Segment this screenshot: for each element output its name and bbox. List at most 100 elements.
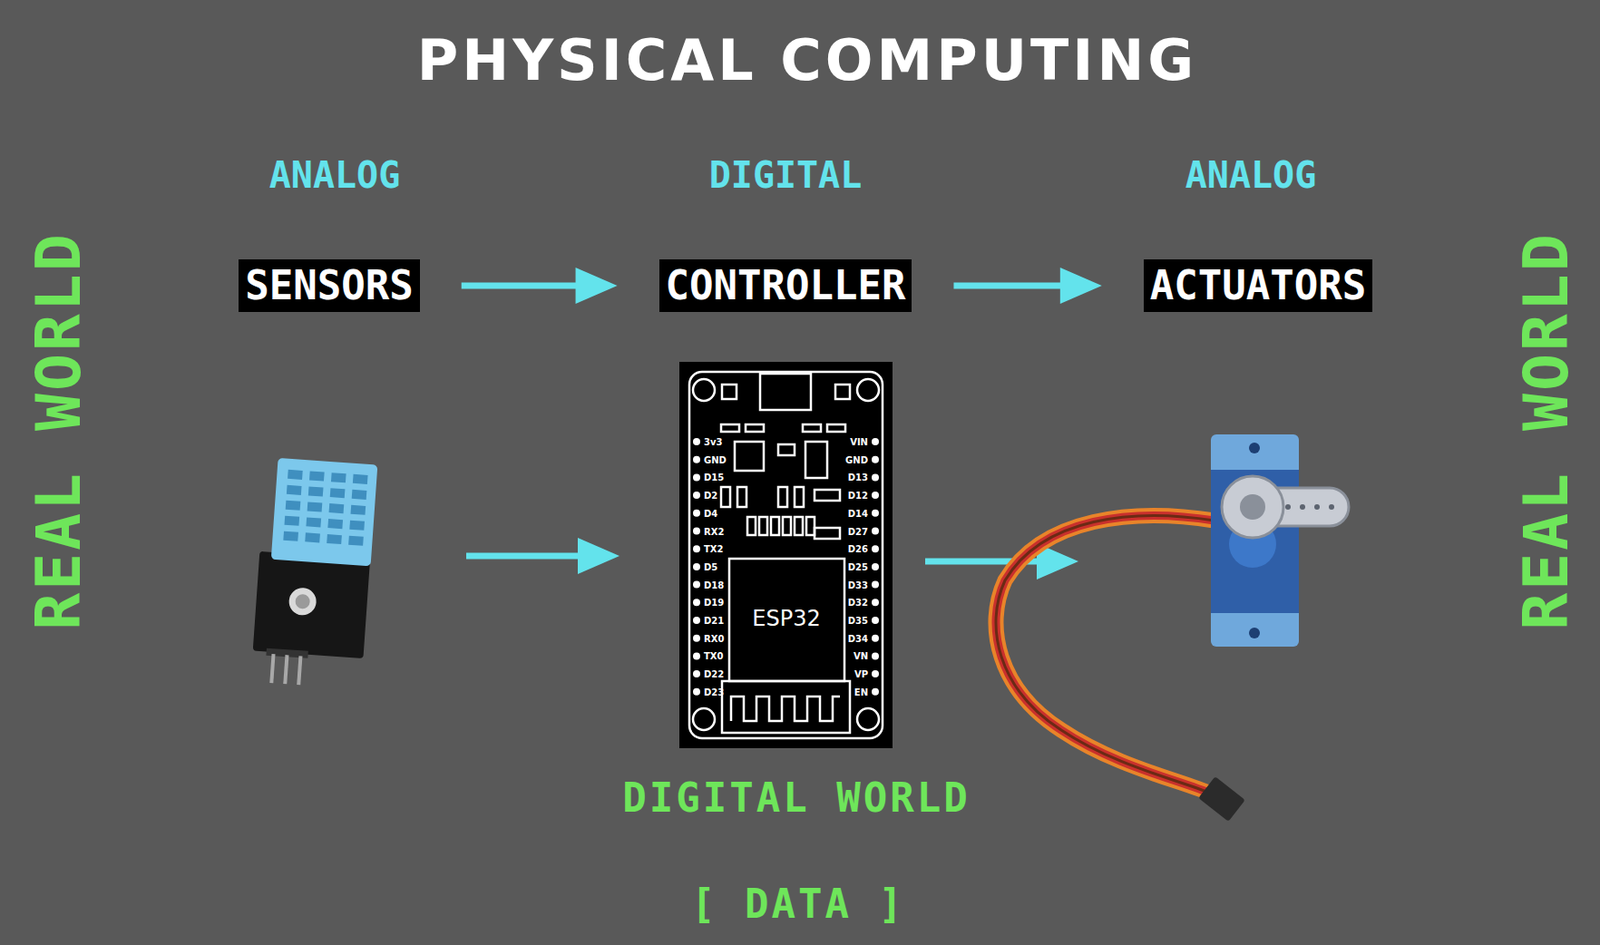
pin-name: D22: [703, 669, 724, 680]
arrow-head: [575, 267, 618, 304]
signal-type: ANALOG: [269, 154, 401, 196]
pin-name: D26: [848, 544, 869, 555]
esp32-board-part-part: [721, 424, 740, 432]
dht-sensor-part: [271, 653, 301, 685]
pin-name: D25: [848, 561, 869, 572]
esp32-board-part-part: [692, 652, 701, 660]
esp32-board-part-part: [871, 598, 879, 606]
pin-name: TX2: [703, 544, 724, 555]
esp32-board-part-part: [692, 581, 701, 589]
esp32-board-part-part: [871, 456, 879, 464]
esp32-board-part: [692, 373, 879, 733]
esp32-board-part: [679, 361, 893, 749]
pin-name: D32: [848, 597, 869, 608]
pin-name: D5: [703, 561, 718, 572]
esp32-board-part-part: [747, 517, 756, 536]
esp32-board-part-part: [871, 527, 879, 536]
stage-box: CONTROLLER: [659, 259, 913, 313]
dht-sensor-part-part: [331, 472, 347, 483]
esp32-board-part: [692, 438, 879, 696]
esp32-board-part-part: [871, 652, 879, 660]
signal-type: ANALOG: [1185, 154, 1318, 196]
dht-sensor-part-part: [327, 518, 343, 529]
pin-name: D19: [703, 597, 724, 608]
chip-label: ESP32: [751, 605, 820, 632]
esp32-board-part-part: [692, 563, 701, 571]
pin-name: D14: [848, 507, 869, 518]
pin-name: RX2: [703, 526, 724, 537]
servo-motor-part: [1239, 494, 1266, 520]
esp32-board-part-part: [692, 670, 701, 678]
esp32-board-part-part: [721, 384, 737, 400]
dht-sensor-part-part: [271, 653, 274, 683]
pin-name: D33: [848, 579, 869, 590]
pin-name: D2: [703, 490, 718, 501]
esp32-board-part-part: [871, 438, 879, 446]
esp32-board-part-part: [721, 681, 850, 733]
dht-sensor: [250, 457, 378, 690]
esp32-board-part-part: [737, 487, 747, 508]
esp32-board-part-part: [692, 527, 701, 536]
dht-sensor-part-part: [304, 532, 321, 543]
servo-wire: [995, 516, 1246, 822]
world-label: REAL WORLD: [22, 231, 95, 630]
diagram-title: PHYSICAL COMPUTING: [417, 27, 1198, 94]
dht-sensor-part-part: [307, 501, 323, 512]
esp32-board-part-part: [871, 545, 879, 553]
esp32-board-part-part: [794, 487, 804, 508]
esp32-board-part-part: [835, 384, 850, 400]
pin-name: GND: [845, 454, 869, 465]
esp32-board-part-part: [692, 688, 701, 696]
dht-sensor-part-part: [329, 503, 345, 514]
esp32-board-part-part: [827, 424, 846, 432]
pin-name: D34: [848, 633, 869, 644]
arrow-head: [1060, 267, 1103, 304]
dht-sensor-part-part: [284, 516, 301, 527]
esp32-board-part-part: [692, 616, 701, 625]
esp32-board-part-part: [814, 489, 840, 501]
arrow-line: [461, 282, 584, 290]
esp32-board-part-part: [692, 491, 701, 499]
pin-name: VP: [854, 669, 869, 680]
esp32-board-part-part: [692, 438, 701, 446]
dht-sensor-part-part: [351, 505, 367, 516]
esp32-board-part-part: [692, 708, 715, 731]
pin-name: RX0: [703, 633, 724, 644]
esp32-board-part: [689, 371, 883, 739]
dht-sensor-part-part: [352, 474, 369, 485]
world-label: DIGITAL WORLD: [622, 774, 970, 821]
dht-sensor-part-part: [305, 517, 322, 527]
esp32-board-part-part: [692, 473, 701, 481]
world-label: REAL WORLD: [1510, 231, 1582, 630]
pin-name: D18: [703, 579, 724, 590]
esp32-board-part-part: [778, 444, 795, 456]
servo-motor-part: [1210, 434, 1299, 647]
dht-sensor-part-part: [284, 654, 287, 684]
esp32-board-part-part: [871, 473, 879, 481]
esp32-board-part-part: [692, 509, 701, 518]
esp32-board-part-part: [721, 487, 731, 508]
stage-box: ACTUATORS: [1143, 259, 1373, 313]
flow-arrow: [953, 267, 1102, 304]
esp32-board-part-part: [814, 527, 840, 539]
esp32-board-part-part: [871, 509, 879, 518]
dht-sensor-part: [253, 551, 371, 659]
esp32-board-part-part: [871, 634, 879, 643]
pin-name: D15: [703, 472, 724, 483]
esp32-board-part-part: [778, 487, 788, 508]
esp32-board-part-part: [871, 563, 879, 571]
stage-box: SENSORS: [238, 259, 420, 313]
dht-sensor-part-part: [326, 534, 342, 545]
stage-label: ACTUATORS: [1150, 259, 1366, 313]
dht-sensor-part-part: [309, 471, 325, 482]
pin-name: EN: [854, 686, 869, 697]
esp32-board-part-part: [770, 517, 780, 536]
dht-sensor-part-part: [308, 486, 324, 497]
dht-sensor-part: [294, 594, 311, 610]
servo-motor-part: [1248, 442, 1260, 454]
esp32-board-part-part: [760, 373, 811, 410]
esp32-board-part-part: [794, 517, 803, 536]
esp32-board-part-part: [857, 379, 879, 401]
servo-motor-part-part: [1328, 504, 1335, 510]
